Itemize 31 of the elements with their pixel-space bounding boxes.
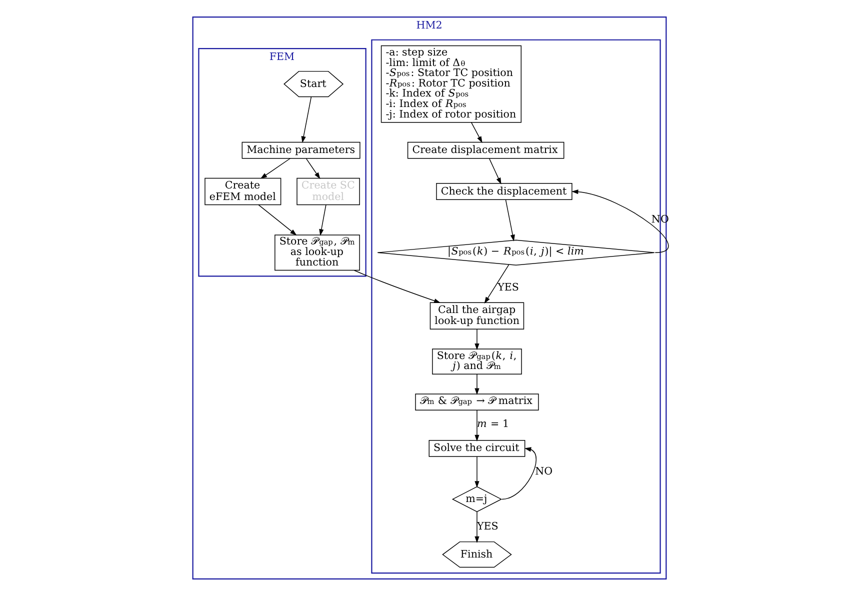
node-box: Call the airgap look-up function [429,302,524,330]
node-box: Solve the circuit [428,440,525,457]
node-box: Machine parameters [241,142,360,159]
arrow [474,328,479,350]
node-box: Store 𝒫gap(k, i, j) and 𝒫m [432,348,522,374]
node-diamond: m=j [451,486,502,512]
arrow [474,374,479,395]
node-box: -a: step size -lim: limit of Δθ -Spos: Stator TC position -Rpos: Rotor TC position -k: Index of Spos -i: Index of Rpos -j: Index of rotor position [380,45,522,123]
arrow [318,204,326,236]
arrow [258,204,296,236]
edge-label: NO [534,465,552,478]
arrow [470,122,482,144]
arrow [474,512,479,543]
arrow [474,410,479,442]
arrow [305,158,320,180]
arrow [260,158,290,179]
node-box: Create displacement matrix [406,142,564,159]
node-box: Check the displacement [436,183,572,200]
node-box: Store 𝒫gap, 𝒫m as look-up function [274,234,360,271]
arrow [484,264,509,304]
arrow [501,447,536,500]
arrow [474,456,479,488]
arrow [300,96,312,143]
arrow [504,199,514,242]
arrow [353,270,440,304]
edge-label: YES [497,281,518,294]
node-box: Create eFEM model [204,178,281,206]
node-diamond: |Spos(k) − Rpos(i, j)| < lim [376,240,654,266]
node-box: 𝒫m & 𝒫gap → 𝒫 matrix [414,394,538,411]
arrow [488,158,501,184]
edge-label: m = 1 [476,418,509,430]
